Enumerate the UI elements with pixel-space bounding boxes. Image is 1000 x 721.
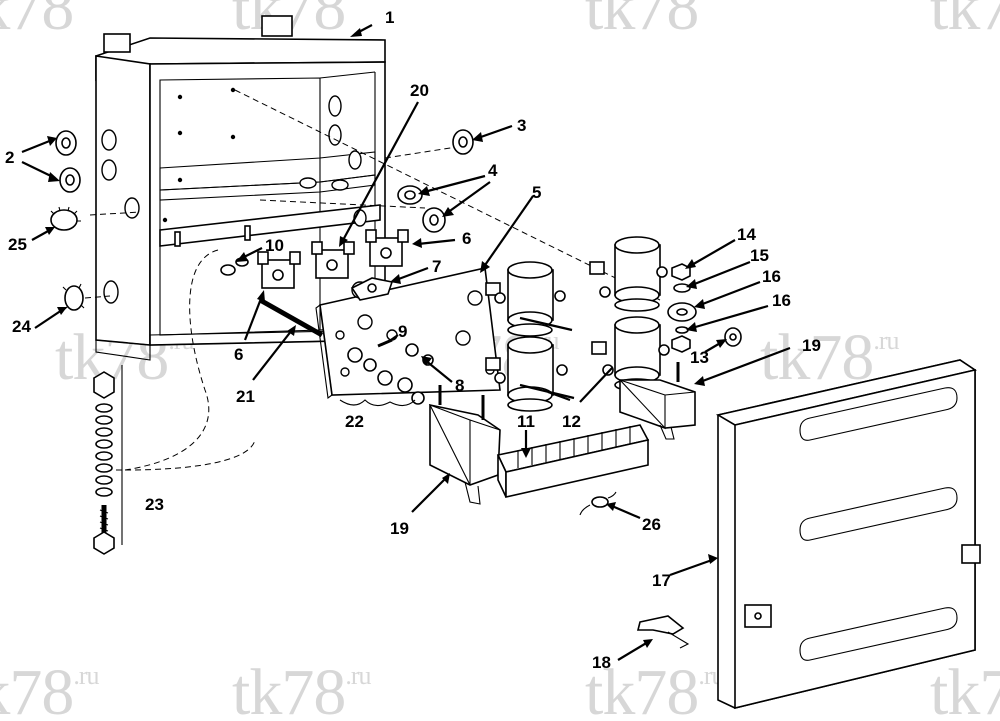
fuse-26	[579, 491, 617, 516]
relay-lower-right	[591, 316, 670, 392]
grommet-4-pair	[397, 185, 446, 233]
latch-18	[636, 615, 690, 649]
plug-25	[50, 206, 81, 231]
leader-arrows	[21, 24, 791, 661]
callout-16-upper: 16	[762, 267, 781, 286]
callout-5: 5	[532, 183, 542, 202]
callout-13: 13	[690, 348, 709, 367]
watermark-bottom-right: tk78.ru	[585, 656, 725, 721]
terminal-bracket-6-right	[365, 229, 409, 267]
terminal-bracket-6-mid	[311, 241, 355, 279]
callout-7: 7	[432, 257, 442, 276]
hardware-stack-13-16	[667, 263, 742, 353]
callout-3: 3	[517, 116, 527, 135]
watermark-bottom-left: tk78.ru	[0, 656, 100, 721]
callout-2: 2	[5, 148, 15, 167]
cover-door	[715, 359, 981, 710]
watermark-bottom-far-right: tk78	[930, 656, 1000, 721]
watermark-top-left: tk78.ru	[0, 0, 100, 44]
callout-10: 10	[265, 236, 284, 255]
stud-21	[258, 297, 324, 338]
callout-20: 20	[410, 81, 429, 100]
bolt-stack-23	[93, 365, 123, 555]
terminal-set-22	[339, 343, 434, 407]
watermark-top-far-right: tk78	[930, 0, 1000, 44]
watermark-bottom-center: tk78.ru	[232, 656, 372, 721]
relay-lower-left	[485, 336, 568, 412]
callout-8: 8	[455, 376, 465, 395]
watermark-top-right: tk78.ru	[585, 0, 725, 44]
callout-23: 23	[145, 495, 164, 514]
callout-22: 22	[345, 412, 364, 431]
callout-4: 4	[488, 161, 498, 180]
callout-19-right: 19	[802, 336, 821, 355]
callout-16-lower: 16	[772, 291, 791, 310]
callout-12: 12	[562, 412, 581, 431]
callout-18: 18	[592, 653, 611, 672]
callout-15: 15	[750, 246, 769, 265]
callout-11: 11	[517, 412, 535, 431]
grommet-pair	[55, 130, 81, 193]
resistor-block-19-left	[428, 385, 501, 505]
watermark-mid-right: tk78.ru	[760, 321, 900, 394]
callout-17: 17	[652, 571, 671, 590]
callout-26: 26	[642, 515, 661, 534]
terminal-bracket-6-left	[257, 251, 301, 289]
callout-6-left: 6	[234, 345, 244, 364]
grommet-3	[452, 129, 474, 155]
spacer-7	[350, 277, 394, 301]
callout-21: 21	[236, 387, 255, 406]
callout-6-right: 6	[462, 229, 472, 248]
callout-24: 24	[12, 317, 31, 336]
terminal-strip-11	[496, 424, 650, 499]
plug-24	[62, 283, 85, 311]
relay-upper-left	[485, 261, 566, 337]
callout-1: 1	[385, 8, 395, 27]
callout-19-left: 19	[390, 519, 409, 538]
callout-14: 14	[737, 225, 756, 244]
callout-9: 9	[398, 322, 408, 341]
relay-upper-right	[589, 236, 668, 312]
callout-25: 25	[8, 235, 27, 254]
resistor-block-19-right	[619, 362, 696, 440]
